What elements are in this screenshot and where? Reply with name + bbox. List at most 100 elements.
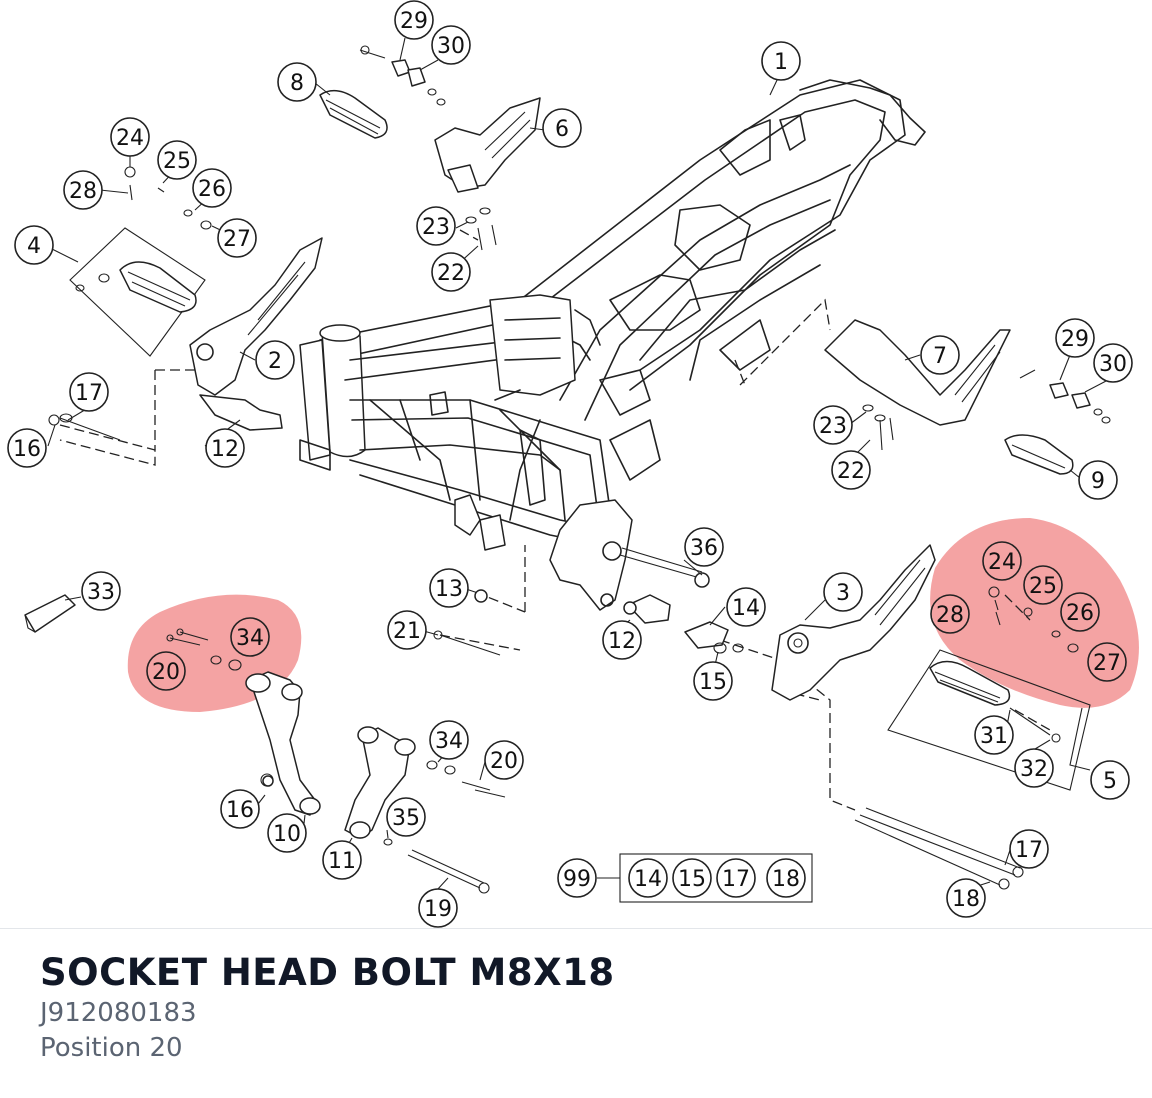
callout-label: 17 bbox=[75, 381, 103, 406]
callout-circle bbox=[1060, 592, 1100, 632]
callout-label: 24 bbox=[116, 126, 144, 151]
callout-16[interactable]: 16 bbox=[220, 789, 260, 829]
callout-circle bbox=[726, 587, 766, 627]
callout-circle bbox=[322, 840, 362, 880]
callout-29[interactable]: 29 bbox=[394, 0, 434, 40]
callout-34[interactable]: 34 bbox=[230, 617, 270, 657]
callout-28[interactable]: 28 bbox=[930, 594, 970, 634]
callout-circle bbox=[230, 617, 270, 657]
callout-label: 25 bbox=[163, 149, 191, 174]
callout-label: 30 bbox=[1099, 352, 1127, 377]
callout-26[interactable]: 26 bbox=[1060, 592, 1100, 632]
callout-14[interactable]: 14 bbox=[628, 858, 668, 898]
callout-label: 19 bbox=[424, 897, 452, 922]
callout-12[interactable]: 12 bbox=[205, 428, 245, 468]
callout-21[interactable]: 21 bbox=[387, 610, 427, 650]
callout-label: 26 bbox=[1066, 601, 1094, 626]
callout-circle bbox=[429, 720, 469, 760]
callout-19[interactable]: 19 bbox=[418, 888, 458, 928]
callout-17[interactable]: 17 bbox=[69, 372, 109, 412]
callout-23[interactable]: 23 bbox=[813, 405, 853, 445]
callout-18[interactable]: 18 bbox=[766, 858, 806, 898]
callout-6[interactable]: 6 bbox=[542, 108, 582, 148]
callout-label: 23 bbox=[819, 414, 847, 439]
callout-label: 8 bbox=[290, 71, 304, 96]
callout-label: 32 bbox=[1020, 757, 1048, 782]
callout-34[interactable]: 34 bbox=[429, 720, 469, 760]
callout-20[interactable]: 20 bbox=[484, 740, 524, 780]
callout-27[interactable]: 27 bbox=[217, 218, 257, 258]
callout-10[interactable]: 10 bbox=[267, 813, 307, 853]
callout-99[interactable]: 99 bbox=[557, 858, 597, 898]
callout-circle bbox=[69, 372, 109, 412]
callout-circle bbox=[484, 740, 524, 780]
callout-9[interactable]: 9 bbox=[1078, 460, 1118, 500]
callout-11[interactable]: 11 bbox=[322, 840, 362, 880]
callout-15[interactable]: 15 bbox=[693, 661, 733, 701]
callout-30[interactable]: 30 bbox=[431, 25, 471, 65]
callout-label: 29 bbox=[400, 9, 428, 34]
callout-17[interactable]: 17 bbox=[716, 858, 756, 898]
callout-22[interactable]: 22 bbox=[431, 252, 471, 292]
callout-label: 15 bbox=[678, 867, 706, 892]
callout-label: 34 bbox=[435, 729, 463, 754]
callout-27[interactable]: 27 bbox=[1087, 642, 1127, 682]
callout-14[interactable]: 14 bbox=[726, 587, 766, 627]
callout-22[interactable]: 22 bbox=[831, 450, 871, 490]
callout-24[interactable]: 24 bbox=[110, 117, 150, 157]
callout-circle bbox=[81, 571, 121, 611]
callout-circle bbox=[63, 170, 103, 210]
callout-label: 24 bbox=[988, 550, 1016, 575]
callout-label: 13 bbox=[435, 577, 463, 602]
callout-label: 36 bbox=[690, 536, 718, 561]
callout-28[interactable]: 28 bbox=[63, 170, 103, 210]
callout-24[interactable]: 24 bbox=[982, 541, 1022, 581]
highlight-region-right[interactable] bbox=[930, 518, 1139, 708]
callout-5[interactable]: 5 bbox=[1090, 760, 1130, 800]
callout-16[interactable]: 16 bbox=[7, 428, 47, 468]
callout-circle bbox=[387, 610, 427, 650]
callout-label: 20 bbox=[152, 660, 180, 685]
callout-label: 11 bbox=[328, 849, 356, 874]
callout-32[interactable]: 32 bbox=[1014, 748, 1054, 788]
callout-31[interactable]: 31 bbox=[974, 715, 1014, 755]
callout-3[interactable]: 3 bbox=[823, 572, 863, 612]
callout-7[interactable]: 7 bbox=[920, 335, 960, 375]
callout-25[interactable]: 25 bbox=[157, 140, 197, 180]
callout-label: 12 bbox=[211, 437, 239, 462]
callout-30[interactable]: 30 bbox=[1093, 343, 1133, 383]
callout-33[interactable]: 33 bbox=[81, 571, 121, 611]
callout-circle bbox=[557, 858, 597, 898]
callout-circle bbox=[716, 858, 756, 898]
callout-label: 10 bbox=[273, 822, 301, 847]
callout-23[interactable]: 23 bbox=[416, 206, 456, 246]
callout-35[interactable]: 35 bbox=[386, 797, 426, 837]
callout-12[interactable]: 12 bbox=[602, 620, 642, 660]
callout-circle bbox=[418, 888, 458, 928]
callout-13[interactable]: 13 bbox=[429, 568, 469, 608]
callout-circle bbox=[602, 620, 642, 660]
callout-29[interactable]: 29 bbox=[1055, 318, 1095, 358]
callout-4[interactable]: 4 bbox=[14, 225, 54, 265]
callout-circle bbox=[110, 117, 150, 157]
callout-circle bbox=[684, 527, 724, 567]
callout-15[interactable]: 15 bbox=[672, 858, 712, 898]
callout-circle bbox=[974, 715, 1014, 755]
callout-label: 23 bbox=[422, 215, 450, 240]
callout-label: 35 bbox=[392, 806, 420, 831]
callout-circle bbox=[146, 651, 186, 691]
callout-26[interactable]: 26 bbox=[192, 168, 232, 208]
callout-17[interactable]: 17 bbox=[1009, 829, 1049, 869]
callout-circle bbox=[1090, 760, 1130, 800]
callout-label: 27 bbox=[1093, 651, 1121, 676]
callout-18[interactable]: 18 bbox=[946, 878, 986, 918]
callout-8[interactable]: 8 bbox=[277, 62, 317, 102]
callout-label: 6 bbox=[555, 117, 569, 142]
callout-25[interactable]: 25 bbox=[1023, 565, 1063, 605]
callout-circle bbox=[220, 789, 260, 829]
callout-36[interactable]: 36 bbox=[684, 527, 724, 567]
callout-2[interactable]: 2 bbox=[255, 340, 295, 380]
callout-label: 27 bbox=[223, 227, 251, 252]
callout-20[interactable]: 20 bbox=[146, 651, 186, 691]
callout-1[interactable]: 1 bbox=[761, 41, 801, 81]
